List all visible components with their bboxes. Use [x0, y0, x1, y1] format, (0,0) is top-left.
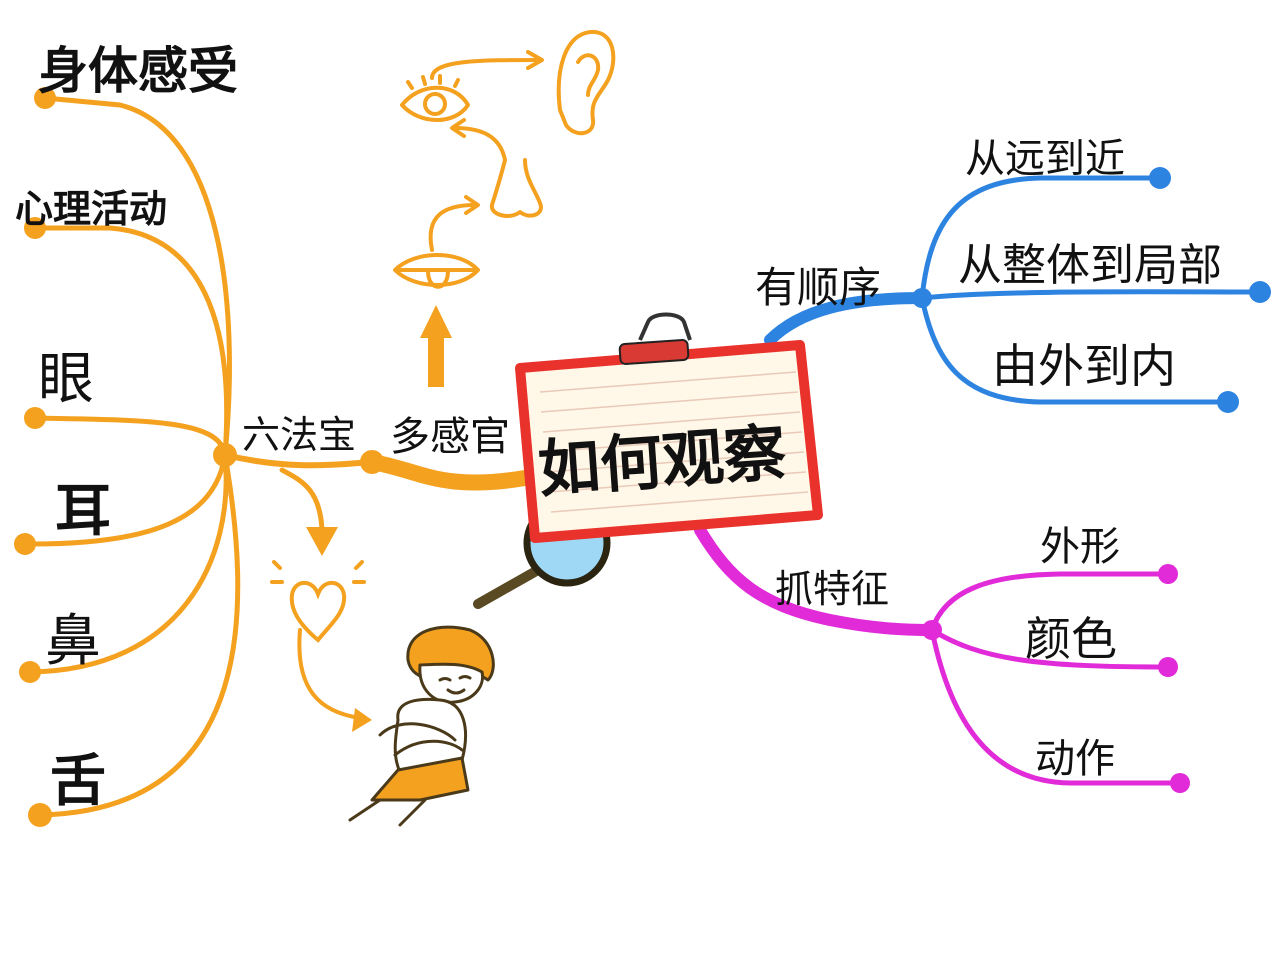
heart-icon: [270, 560, 366, 643]
dot-tongue: [28, 803, 52, 827]
branch-line-action: [929, 627, 1183, 786]
sense-illustrations: [393, 29, 616, 289]
dot-hub: [213, 443, 237, 467]
label-action: 动作: [1035, 736, 1115, 782]
label-far-to-near: 从远到近: [965, 136, 1125, 182]
label-color: 颜色: [1025, 612, 1117, 666]
label-six-treasures: 六法宝: [242, 413, 356, 457]
right-bottom-labels: 抓特征 外形 颜色 动作: [775, 524, 1120, 782]
mouth-to-nose-arrow: [428, 203, 477, 252]
right-top-dots: [912, 167, 1271, 413]
branch-line-whole-to-part: [919, 289, 1263, 301]
branch-line-far-to-near: [919, 175, 1163, 301]
branch-line-color: [929, 627, 1171, 670]
heart-arrow-line: [279, 467, 325, 533]
branch-line-main: [364, 454, 533, 491]
label-multi-senses: 多感官: [390, 414, 510, 460]
child-icon: [348, 625, 495, 827]
branch-line-mind: [32, 225, 230, 458]
heart-arrow-head: [306, 527, 338, 556]
dot-connector: [360, 450, 384, 474]
branch-line-shape: [929, 571, 1171, 633]
right-bottom-branches: [694, 524, 1183, 786]
label-tongue: 舌: [50, 749, 106, 814]
label-ear: 耳: [55, 479, 111, 544]
dot-ear: [14, 533, 36, 555]
child-arrow-head: [352, 708, 372, 732]
nose-to-eye-arrowhead: [450, 118, 466, 138]
left-branches: [22, 95, 533, 818]
right-top-branches: [764, 175, 1263, 405]
dot-nose: [19, 661, 41, 683]
label-mental-activity: 心理活动: [15, 187, 167, 231]
label-shape: 外形: [1040, 524, 1120, 570]
label-whole-to-part: 从整体到局部: [958, 240, 1222, 291]
mouth-icon: [393, 253, 480, 289]
mouth-to-nose-arrowhead: [464, 195, 480, 215]
branch-line-features-trunk: [694, 524, 938, 636]
dot-mind: [24, 217, 46, 239]
branch-line-nose: [27, 452, 229, 675]
dot-eye: [24, 407, 46, 429]
branch-line-outside-in: [919, 295, 1231, 405]
child-arrow-line: [297, 628, 362, 720]
left-labels: 身体感受 心理活动 眼 耳 鼻 舌 六法宝 多感官: [15, 42, 510, 814]
branch-line-tongue: [37, 452, 241, 818]
branch-line-eye: [32, 415, 228, 458]
central-title: 如何观察: [536, 416, 789, 506]
ear-icon: [556, 29, 616, 136]
nose-to-eye-arrow: [453, 126, 507, 162]
right-bottom-dots: [922, 564, 1190, 793]
title-card: 如何观察: [515, 312, 823, 543]
eye-to-ear-arrow: [430, 58, 542, 80]
label-outside-in: 由外到内: [992, 339, 1176, 393]
label-body-feeling: 身体感受: [38, 42, 238, 100]
label-grasp-features: 抓特征: [775, 567, 889, 611]
dot-body: [34, 87, 56, 109]
branch-line-hub: [222, 452, 375, 469]
right-top-labels: 有顺序 从远到近 从整体到局部 由外到内: [755, 136, 1222, 393]
binder-clip-icon: [618, 312, 692, 366]
eye-icon: [400, 74, 470, 122]
left-branch-dots: [14, 87, 384, 827]
label-eye: 眼: [38, 347, 94, 412]
eye-to-ear-arrowhead: [526, 50, 544, 70]
label-in-order: 有顺序: [755, 263, 881, 312]
label-nose: 鼻: [45, 609, 101, 674]
nose-icon: [489, 158, 543, 218]
branch-line-body: [42, 95, 232, 458]
up-arrow-to-mouth: [420, 305, 452, 387]
branch-line-ear: [22, 452, 228, 547]
branch-line-order-trunk: [764, 292, 928, 346]
